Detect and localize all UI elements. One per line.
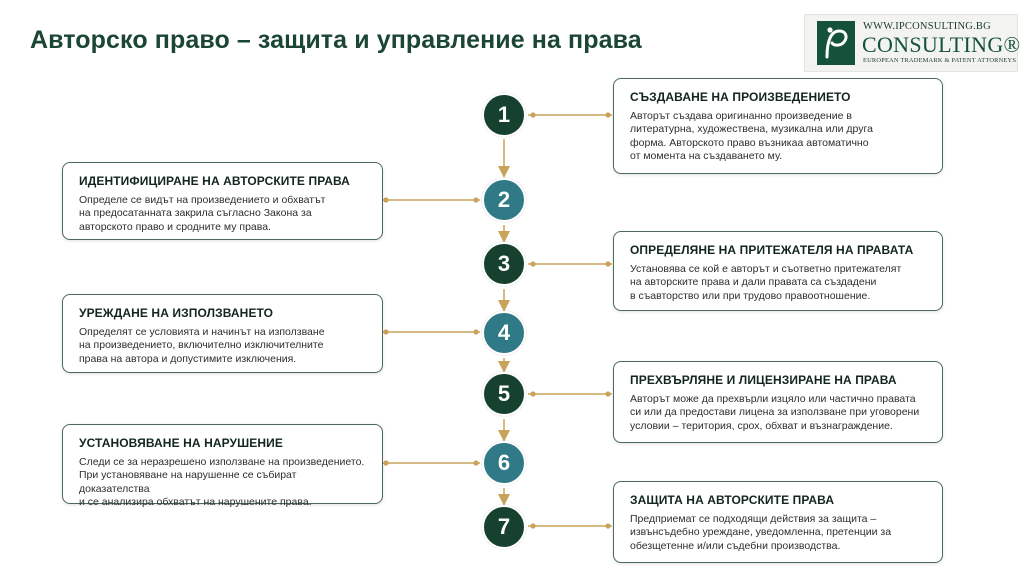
page-title: Авторско право – защита и управление на … bbox=[30, 26, 642, 54]
step-text-4: Определят се условията и начинът на изпо… bbox=[79, 326, 325, 365]
logo-name: CONSULTING® bbox=[862, 32, 1021, 57]
step-card-3: ОПРЕДЕЛЯНЕ НА ПРИТЕЖАТЕЛЯ НА ПРАВАТА Уст… bbox=[613, 231, 943, 311]
step-number-5: 5 bbox=[482, 372, 526, 416]
step-text-3: Установява се кой е авторът и съответно … bbox=[630, 263, 902, 302]
step-number-7: 7 bbox=[482, 505, 526, 549]
step-number-6: 6 bbox=[482, 441, 526, 485]
step-number-4: 4 bbox=[482, 311, 526, 355]
step-card-7: ЗАЩИТА НА АВТОРСКИТЕ ПРАВА Предприемат с… bbox=[613, 481, 943, 563]
step-text-1: Авторът създава оригинанно произведение … bbox=[630, 110, 873, 163]
step-card-2: ИДЕНТИФИЦИРАНЕ НА АВТОРСКИТЕ ПРАВА Опред… bbox=[62, 162, 383, 240]
logo-tagline: EUROPEAN TRADEMARK & PATENT ATTORNEYS bbox=[863, 57, 1017, 64]
step-text-5: Авторът може да прехвърли изцяло или час… bbox=[630, 393, 920, 432]
step-card-1: СЪЗДАВАНЕ НА ПРОИЗВЕДЕНИЕТО Авторът създ… bbox=[613, 78, 943, 174]
step-card-4: УРЕЖДАНЕ НА ИЗПОЛЗВАНЕТО Определят се ус… bbox=[62, 294, 383, 373]
step-heading-4: УРЕЖДАНЕ НА ИЗПОЛЗВАНЕТО bbox=[79, 306, 274, 320]
step-text-2: Определе се видът на произведението и об… bbox=[79, 194, 326, 233]
step-heading-3: ОПРЕДЕЛЯНЕ НА ПРИТЕЖАТЕЛЯ НА ПРАВАТА bbox=[630, 243, 914, 257]
step-card-5: ПРЕХВЪРЛЯНЕ И ЛИЦЕНЗИРАНЕ НА ПРАВА Автор… bbox=[613, 361, 943, 443]
step-heading-7: ЗАЩИТА НА АВТОРСКИТЕ ПРАВА bbox=[630, 493, 835, 507]
step-heading-1: СЪЗДАВАНЕ НА ПРОИЗВЕДЕНИЕТО bbox=[630, 90, 851, 104]
step-number-2: 2 bbox=[482, 178, 526, 222]
step-heading-2: ИДЕНТИФИЦИРАНЕ НА АВТОРСКИТЕ ПРАВА bbox=[79, 174, 350, 188]
step-text-7: Предприемат се подходящи действия за защ… bbox=[630, 513, 892, 552]
step-number-1: 1 bbox=[482, 93, 526, 137]
step-number-3: 3 bbox=[482, 242, 526, 286]
company-logo: WWW.IPCONSULTING.BG CONSULTING® EUROPEAN… bbox=[804, 14, 1021, 72]
logo-mark-icon bbox=[817, 21, 855, 65]
step-heading-5: ПРЕХВЪРЛЯНЕ И ЛИЦЕНЗИРАНЕ НА ПРАВА bbox=[630, 373, 897, 387]
step-card-6: УСТАНОВЯВАНЕ НА НАРУШЕНИЕ Следи се за не… bbox=[62, 424, 383, 508]
step-text-6: Следи се за неразрешено използване на пр… bbox=[79, 456, 365, 509]
step-heading-6: УСТАНОВЯВАНЕ НА НАРУШЕНИЕ bbox=[79, 436, 283, 450]
logo-url: WWW.IPCONSULTING.BG bbox=[863, 21, 991, 32]
